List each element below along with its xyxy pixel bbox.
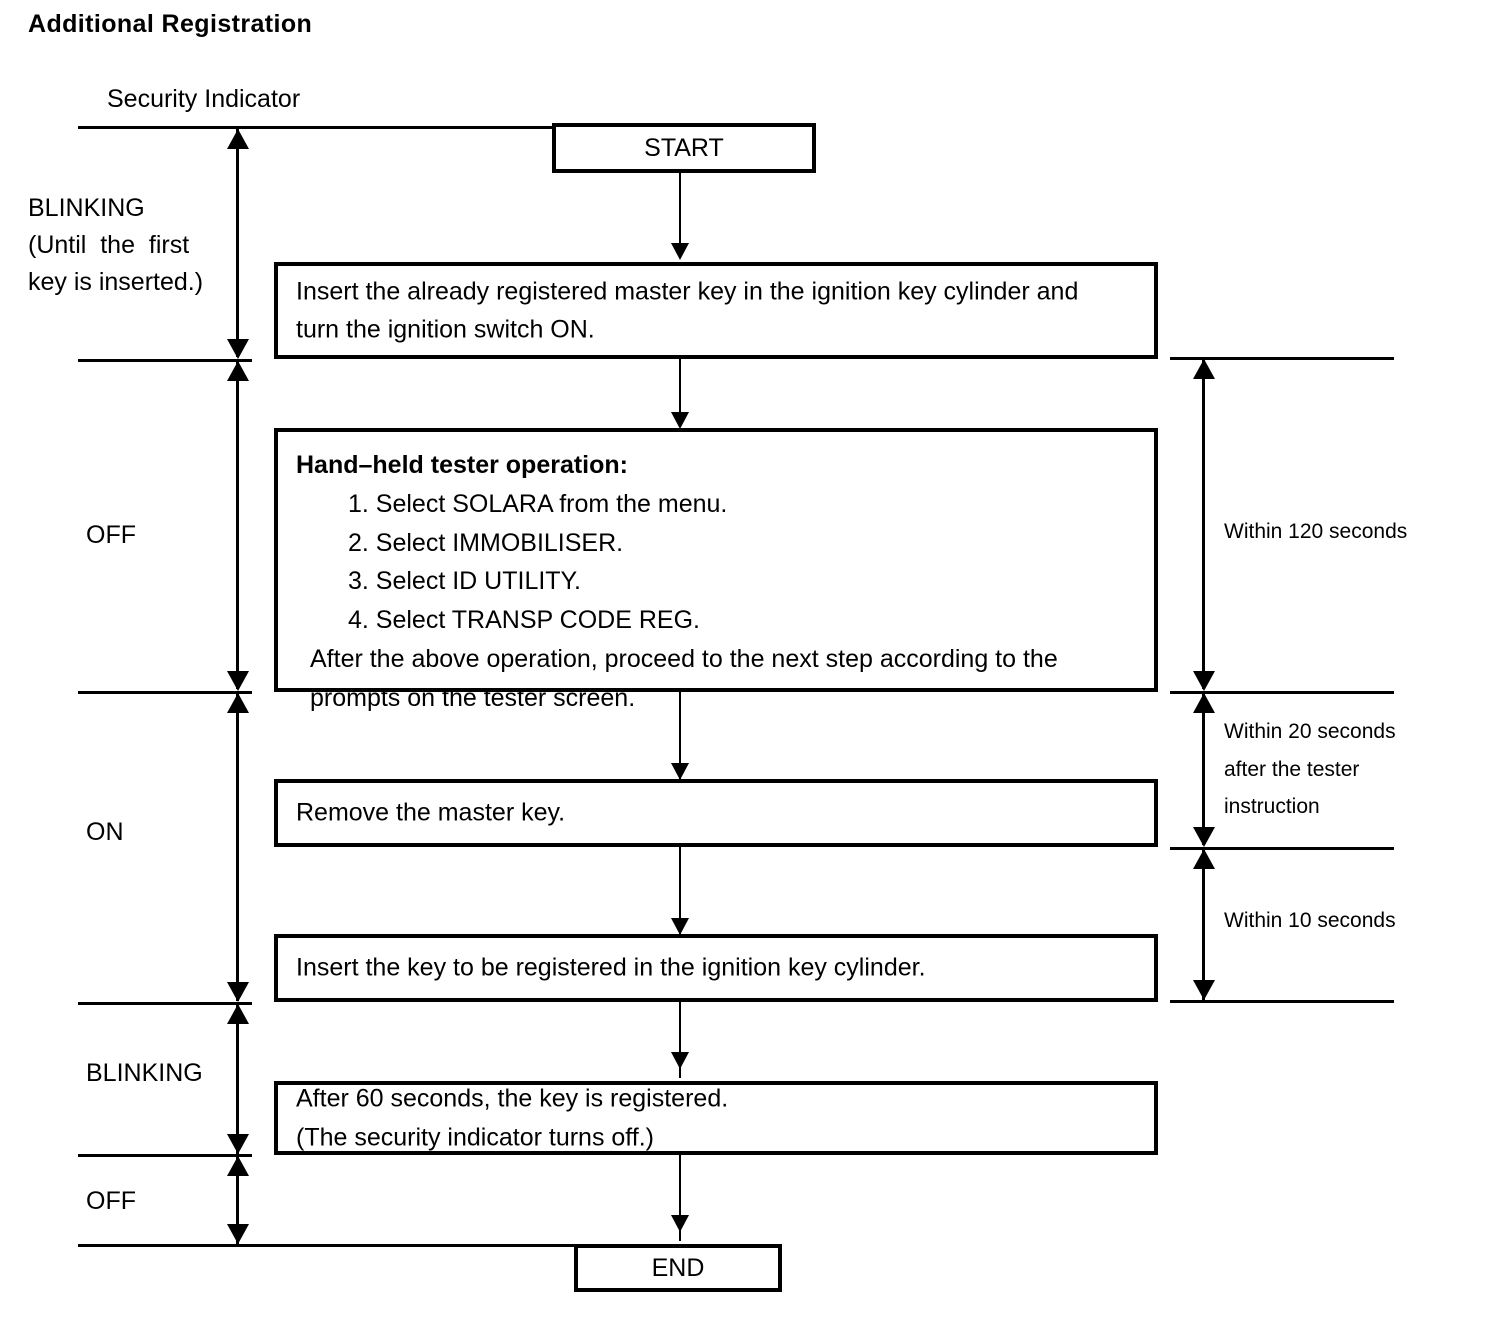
flow-connector [679, 173, 681, 249]
flow-connector [679, 847, 681, 937]
flow-connector [679, 359, 681, 427]
state-label-off-1: OFF [86, 521, 136, 549]
step-insert-new-key[interactable]: Insert the key to be registered in the i… [274, 934, 1158, 1002]
step-text-line: turn the ignition switch ON. [296, 315, 595, 344]
timing-divider-bottom [1170, 1000, 1394, 1003]
security-indicator-caption: Security Indicator [107, 85, 301, 113]
tester-trailing-line: After the above operation, proceed to th… [310, 644, 1058, 673]
end-terminator[interactable]: END [574, 1244, 782, 1292]
start-label: START [644, 133, 724, 162]
state-span-blinking2 [236, 1004, 239, 1154]
step-insert-master-key[interactable]: Insert the already registered master key… [274, 262, 1158, 359]
tester-heading: Hand–held tester operation: [296, 451, 628, 479]
state-divider-blinking-off2 [78, 1154, 252, 1157]
state-label-blinking-1: BLINKING [28, 194, 145, 222]
flow-arrowhead [671, 1215, 689, 1232]
flow-connector [679, 1155, 681, 1241]
timing-divider-120-20 [1170, 691, 1394, 694]
state-label-blinking-2: BLINKING [86, 1059, 203, 1087]
span-arrowhead-down [227, 339, 249, 359]
step-tester-operation[interactable]: Hand–held tester operation: 1. Select SO… [274, 428, 1158, 712]
page-title: Additional Registration [28, 10, 313, 38]
flow-arrowhead [671, 763, 689, 780]
timing-label-within-10: Within 10 seconds [1224, 909, 1396, 932]
tester-step-4: 4. Select TRANSP CODE REG. [348, 606, 700, 634]
step-text-line: After 60 seconds, the key is registered. [296, 1084, 729, 1113]
span-arrowhead-down [227, 982, 249, 1002]
timing-label-within-20-line1: Within 20 seconds [1224, 720, 1396, 743]
state-span-off1 [236, 361, 239, 689]
flow-arrowhead [671, 243, 689, 260]
flow-arrowhead [671, 412, 689, 429]
flow-connector [679, 692, 681, 780]
timing-span-10 [1202, 849, 1205, 1000]
tester-trailing-line: prompts on the tester screen. [310, 683, 636, 712]
span-arrowhead-down [227, 671, 249, 691]
timing-divider-20-10 [1170, 847, 1394, 850]
state-span-blinking1 [236, 129, 239, 357]
state-divider-on-blinking [78, 1002, 252, 1005]
flow-arrowhead [671, 918, 689, 935]
end-label: END [651, 1253, 705, 1282]
flow-arrowhead [671, 1052, 689, 1069]
state-divider-blinking-off [78, 359, 252, 362]
timing-label-within-120: Within 120 seconds [1224, 520, 1408, 543]
step-text-line: Insert the already registered master key… [296, 276, 1079, 305]
state-span-on [236, 693, 239, 1001]
timing-label-within-20-line2: after the tester [1224, 758, 1360, 781]
step-text-line: (The security indicator turns off.) [296, 1123, 655, 1151]
tester-step-3: 3. Select ID UTILITY. [348, 567, 581, 596]
state-divider-off-on [78, 691, 252, 694]
step-remove-master-key[interactable]: Remove the master key. [274, 779, 1158, 847]
span-arrowhead-down [1193, 827, 1215, 847]
flow-connector [679, 1002, 681, 1078]
timing-span-20 [1202, 693, 1205, 845]
tester-step-1: 1. Select SOLARA from the menu. [348, 489, 728, 518]
timing-label-within-20-line3: instruction [1224, 795, 1320, 818]
span-arrowhead-down [1193, 671, 1215, 691]
span-arrowhead-down [227, 1134, 249, 1154]
step-key-registered[interactable]: After 60 seconds, the key is registered.… [274, 1081, 1158, 1155]
state-note-line1: (Until the first [28, 231, 190, 259]
state-divider-bottom [78, 1244, 574, 1247]
state-divider-top [78, 126, 552, 129]
step-text-line: Remove the master key. [296, 798, 566, 827]
state-note-line2: key is inserted.) [28, 268, 204, 296]
span-arrowhead-down [1193, 980, 1215, 1000]
start-terminator[interactable]: START [552, 123, 816, 173]
span-arrowhead-down [227, 1224, 249, 1244]
timing-divider-top [1170, 357, 1394, 360]
step-text-line: Insert the key to be registered in the i… [296, 953, 926, 982]
tester-step-2: 2. Select IMMOBILISER. [348, 528, 624, 557]
timing-span-120 [1202, 359, 1205, 689]
state-span-off2 [236, 1156, 239, 1244]
state-label-on: ON [86, 818, 124, 846]
state-label-off-2: OFF [86, 1187, 136, 1215]
